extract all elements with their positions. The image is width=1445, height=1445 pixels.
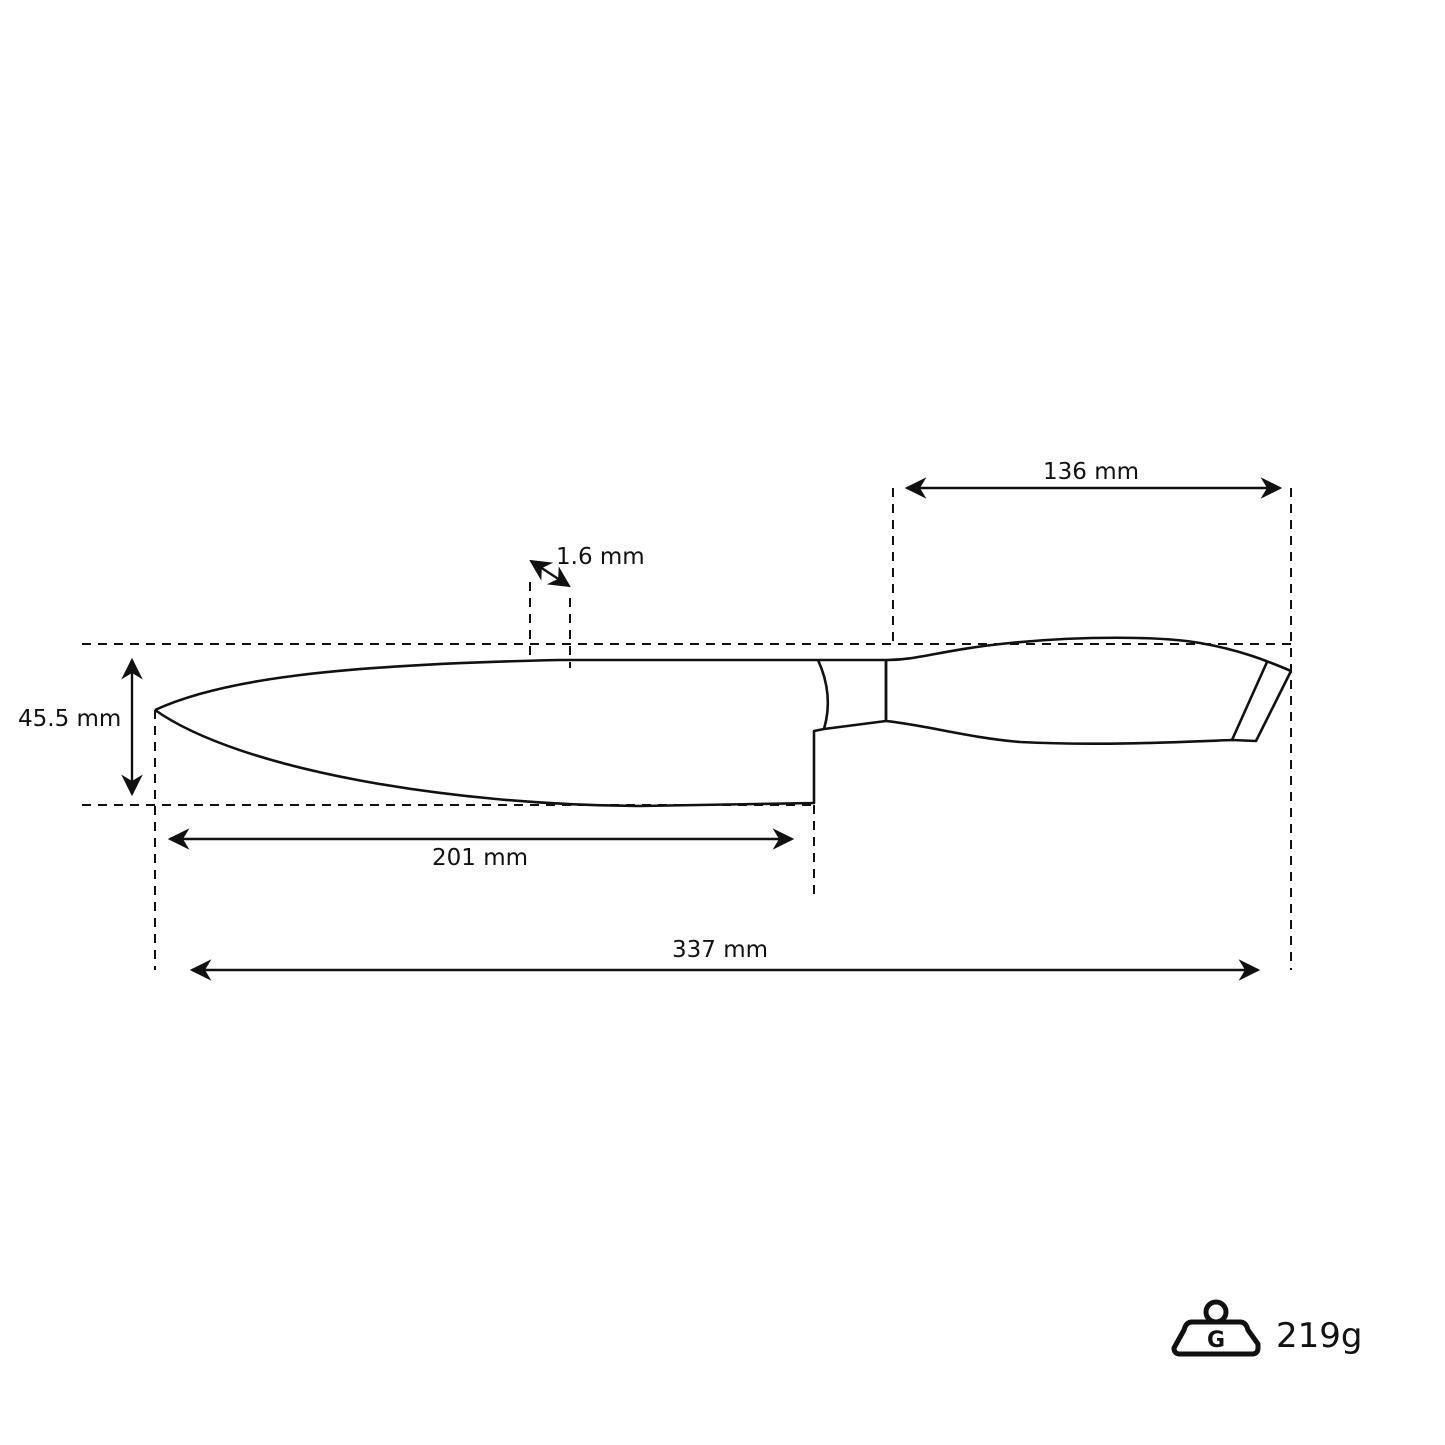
blade-length-label: 201 mm [432,845,529,871]
guide-lines [82,488,1295,970]
handle-top [885,636,1292,673]
handle-bottom [885,670,1293,746]
blade-spine [154,658,818,712]
dimension-arrows [121,477,1283,981]
handle-length-label: 136 mm [1043,459,1140,485]
blade-thickness-label: 1.6 mm [556,544,645,570]
weight-icon-letter: G [1207,1328,1225,1353]
weight-icon [1171,1299,1261,1357]
total-length-label: 337 mm [672,937,769,963]
blade-height-label: 45.5 mm [18,706,122,732]
thickness-arrow [529,559,571,588]
blade-edge [154,708,825,808]
weight-value: 219g [1276,1316,1363,1356]
bolster-curve [816,659,830,730]
end-cap-band [1230,661,1269,741]
knife-outline [154,636,1293,808]
